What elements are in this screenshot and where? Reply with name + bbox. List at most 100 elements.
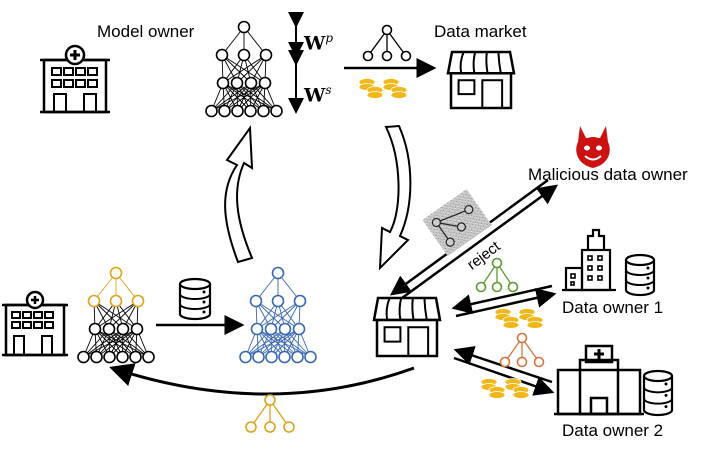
network-node — [244, 104, 257, 118]
db-body — [642, 376, 674, 417]
w-s-label: Ws — [304, 84, 332, 105]
coin — [366, 91, 384, 99]
w-p-label: Wp — [304, 32, 333, 53]
tree-edge — [367, 29, 388, 57]
network-node — [142, 350, 155, 364]
malicious-devil-icon — [576, 126, 610, 168]
network-edge — [109, 328, 138, 358]
db-dot — [202, 310, 206, 314]
awning-stripe — [459, 51, 465, 74]
tree-node — [491, 257, 503, 269]
noisy-head-tree — [422, 189, 492, 257]
tree-node — [507, 281, 519, 293]
tree-node — [381, 50, 393, 62]
awning-stripe — [385, 297, 391, 321]
network-edge — [222, 82, 251, 112]
network-edge — [236, 82, 264, 112]
network-edge — [211, 82, 252, 112]
network-node — [258, 76, 272, 90]
network-node — [116, 322, 130, 336]
tree-node — [264, 394, 276, 406]
network-edge — [224, 82, 266, 112]
network-node — [237, 20, 251, 34]
tree-node — [245, 421, 257, 433]
owner1-head-tree — [475, 257, 519, 293]
network-node — [250, 322, 264, 336]
tree-node — [475, 281, 487, 293]
market-to-owner2-arrow — [453, 356, 555, 396]
model-owner-label: Model owner — [97, 22, 195, 41]
network-node — [237, 48, 251, 62]
network-edge — [237, 82, 266, 112]
db-ring — [625, 269, 655, 276]
network-edge — [222, 54, 267, 84]
awning-stripe — [398, 297, 403, 321]
data-owner-1-label: Data owner 1 — [562, 298, 664, 317]
db-body — [178, 284, 212, 321]
owner2-head-tree — [499, 332, 545, 368]
w-p-superscript: p — [325, 31, 334, 45]
store-window — [383, 326, 402, 343]
network-node — [130, 322, 144, 336]
network-node — [231, 104, 244, 118]
network-edge — [245, 328, 286, 358]
awning-stripe — [497, 51, 502, 74]
db-ring — [643, 387, 673, 394]
network-edge — [83, 328, 124, 358]
network-node — [215, 48, 229, 62]
db-top — [642, 369, 674, 383]
db-ring — [179, 303, 211, 310]
tree-edge — [386, 29, 407, 57]
awning-stripe — [411, 297, 415, 321]
data-owner-2-label: Data owner 2 — [562, 421, 664, 440]
network-edge — [270, 328, 298, 358]
store-body — [375, 318, 439, 358]
network-edge — [221, 54, 266, 84]
owner1-coins-icon — [494, 308, 544, 329]
network-node — [270, 104, 283, 118]
db-top — [178, 277, 212, 291]
network-node — [131, 294, 145, 308]
data-market-store-icon — [446, 50, 516, 110]
network-edge — [245, 328, 272, 358]
network-edge — [255, 300, 300, 330]
tree-node — [283, 421, 295, 433]
pretrained-network — [77, 266, 155, 364]
network-edge — [108, 328, 149, 358]
tree-node — [362, 50, 374, 62]
coin — [526, 321, 544, 329]
db-ring — [625, 279, 655, 286]
network-edge — [94, 328, 123, 358]
network-node — [271, 266, 285, 280]
finetuned-network — [239, 266, 317, 364]
training-database-icon — [178, 277, 212, 321]
down-curved-arrow — [378, 124, 412, 271]
data-market-label: Data market — [434, 22, 527, 41]
store-awning — [446, 50, 516, 75]
network-node — [90, 350, 103, 364]
network-node — [77, 350, 90, 364]
store-door — [481, 79, 504, 109]
tree-node — [491, 281, 503, 293]
tree-node — [400, 50, 412, 62]
network-node — [109, 266, 123, 280]
malicious-owner-label: Malicious data owner — [528, 165, 688, 184]
tree-node — [499, 356, 511, 368]
network-edge — [96, 328, 138, 358]
network-node — [292, 322, 306, 336]
network-node — [103, 350, 116, 364]
network-node — [129, 350, 142, 364]
model-owner-hospital-icon — [40, 44, 110, 114]
awning-stripe — [485, 51, 489, 74]
network-node — [109, 294, 123, 308]
network-edge — [236, 54, 267, 84]
network-node — [218, 104, 231, 118]
network-node — [244, 76, 258, 90]
network-edge — [236, 82, 277, 112]
coin — [488, 391, 506, 399]
tree-node — [264, 421, 276, 433]
data-owner-2-hospital-icon — [554, 344, 644, 416]
db-dot — [646, 266, 650, 270]
network-node — [249, 294, 263, 308]
network-edge — [108, 328, 136, 358]
